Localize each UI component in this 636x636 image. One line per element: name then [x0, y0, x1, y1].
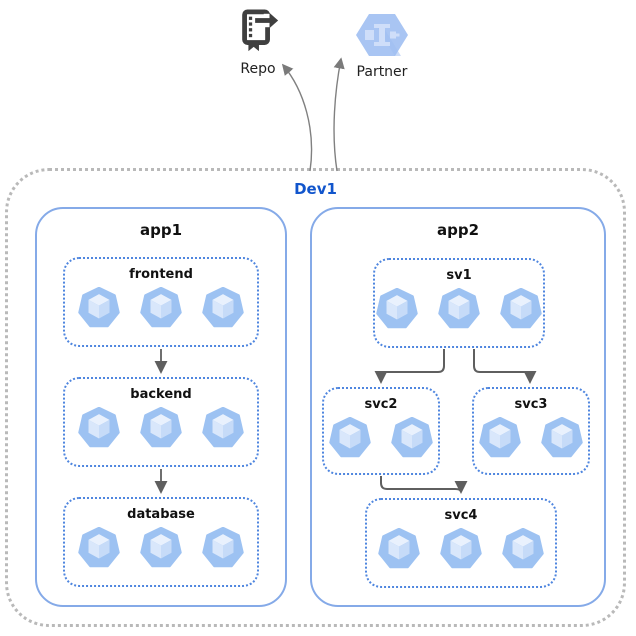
sv1-title: sv1 — [446, 268, 472, 283]
pod-icon — [502, 528, 544, 569]
app1-title: app1 — [139, 221, 183, 239]
pod-icon — [78, 527, 120, 568]
svc3-title: svc3 — [514, 397, 548, 412]
app2-title: app2 — [436, 221, 480, 239]
pod-icon — [78, 287, 120, 328]
service-database: database — [63, 497, 259, 587]
svc2-title: svc2 — [364, 397, 398, 412]
pod-icon — [479, 417, 521, 458]
pod-icon — [438, 288, 480, 329]
edge-dev1-partner — [333, 57, 345, 172]
pod-icon — [391, 417, 433, 458]
backend-title: backend — [130, 387, 192, 402]
service-sv1: sv1 — [373, 258, 545, 348]
service-frontend: frontend — [63, 257, 259, 347]
frontend-title: frontend — [129, 267, 193, 282]
pod-icon — [140, 527, 182, 568]
dev1-label: Dev1 — [294, 180, 337, 198]
pod-icon — [140, 287, 182, 328]
service-svc2: svc2 — [322, 387, 440, 475]
pod-icon — [378, 528, 420, 569]
pod-icon — [440, 528, 482, 569]
svc4-pods — [378, 528, 544, 569]
service-backend: backend — [63, 377, 259, 467]
repo-label: Repo — [240, 61, 276, 77]
frontend-pods — [78, 287, 244, 328]
service-svc4: svc4 — [365, 498, 557, 588]
pod-icon — [376, 288, 418, 329]
pod-icon — [202, 527, 244, 568]
pod-icon — [140, 407, 182, 448]
dev1-boundary: Dev1 — [5, 168, 626, 627]
pod-icon — [78, 407, 120, 448]
partner-node: Partner — [346, 11, 418, 80]
pod-icon — [202, 407, 244, 448]
edge-dev1-repo — [281, 63, 313, 172]
partner-hexagon-icon — [356, 14, 408, 56]
app1-container: app1 frontend backend — [35, 207, 287, 607]
sv1-pods — [376, 288, 542, 329]
pod-icon — [329, 417, 371, 458]
repo-node: Repo — [224, 8, 292, 77]
app2-container: app2 sv1 svc2 — [310, 207, 606, 607]
database-title: database — [127, 507, 195, 522]
svc2-pods — [329, 417, 433, 458]
pod-icon — [202, 287, 244, 328]
backend-pods — [78, 407, 244, 448]
database-pods — [78, 527, 244, 568]
source-repository-icon — [242, 9, 279, 52]
svc4-title: svc4 — [444, 508, 478, 523]
svc3-pods — [479, 417, 583, 458]
partner-label: Partner — [356, 64, 408, 80]
pod-icon — [500, 288, 542, 329]
service-svc3: svc3 — [472, 387, 590, 475]
pod-icon — [541, 417, 583, 458]
